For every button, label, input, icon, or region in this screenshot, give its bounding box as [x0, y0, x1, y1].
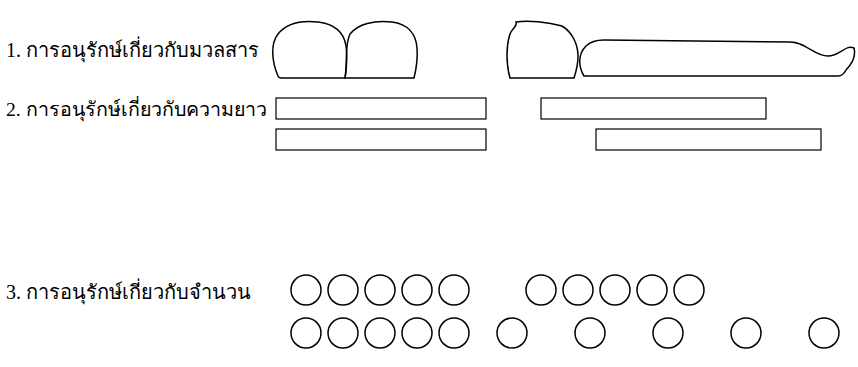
stick — [596, 129, 821, 150]
counter — [600, 275, 630, 305]
counter — [674, 275, 704, 305]
counter — [575, 318, 605, 348]
stick — [541, 98, 766, 119]
counter-group — [291, 275, 839, 348]
task-label: 1. การอนุรักษ์เกี่ยวกับมวลสาร — [6, 37, 259, 63]
counter — [497, 318, 527, 348]
counter — [563, 275, 593, 305]
counter — [365, 275, 395, 305]
task-label: 3. การอนุรักษ์เกี่ยวกับจำนวน — [6, 279, 251, 305]
counter — [653, 318, 683, 348]
clay-group — [273, 21, 855, 78]
counter — [637, 275, 667, 305]
counter — [328, 275, 358, 305]
clay-ball — [507, 21, 578, 78]
counter — [402, 318, 432, 348]
clay-ball — [345, 22, 417, 79]
counter — [439, 275, 469, 305]
counter — [526, 275, 556, 305]
clay-flattened — [580, 40, 855, 76]
counter — [328, 318, 358, 348]
stick-group — [276, 98, 821, 150]
counter — [291, 318, 321, 348]
clay-ball — [273, 22, 347, 79]
counter — [291, 275, 321, 305]
counter — [809, 318, 839, 348]
task-label: 2. การอนุรักษ์เกี่ยวกับความยาว — [6, 97, 267, 123]
counter — [731, 318, 761, 348]
counter — [402, 275, 432, 305]
stick — [276, 98, 486, 119]
stick — [276, 129, 486, 150]
counter — [365, 318, 395, 348]
counter — [439, 318, 469, 348]
